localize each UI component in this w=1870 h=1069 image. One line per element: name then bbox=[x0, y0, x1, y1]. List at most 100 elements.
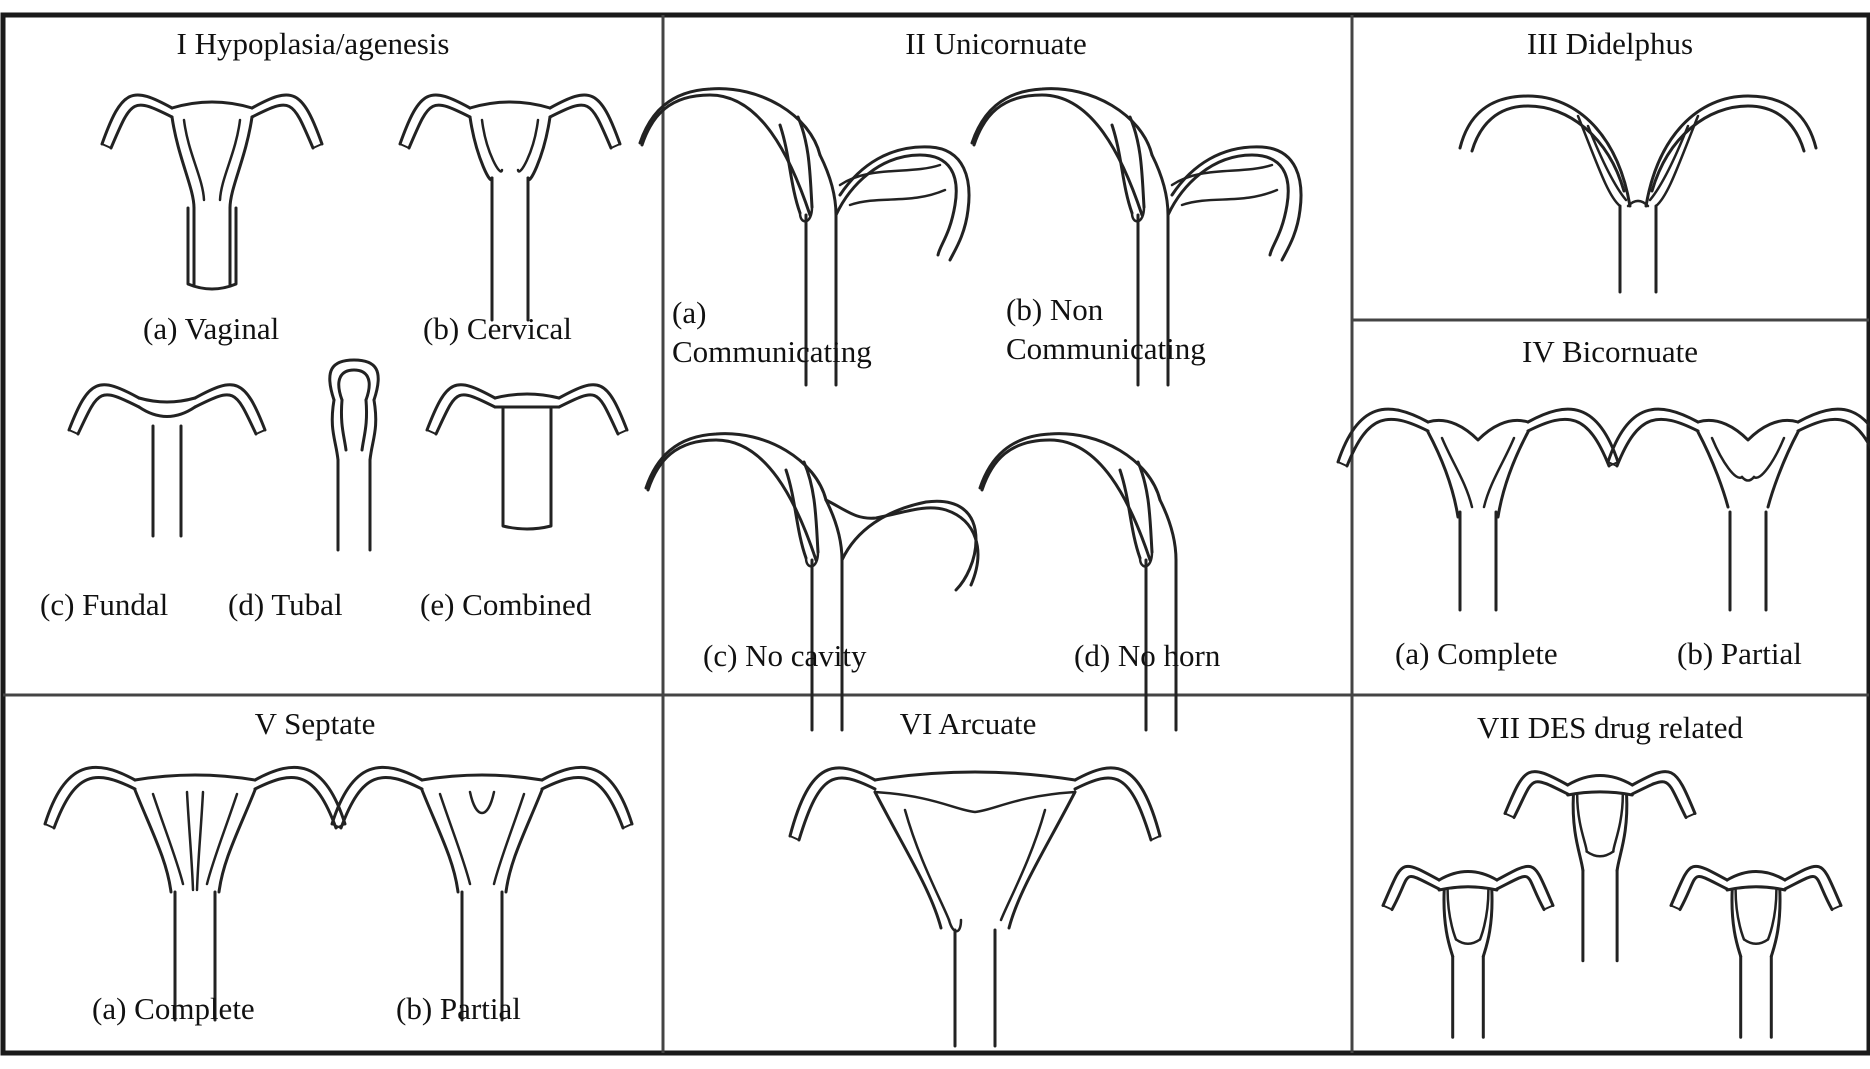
label-tubal: (d) Tubal bbox=[228, 587, 343, 622]
outline-stroke bbox=[337, 368, 371, 402]
outline-stroke bbox=[1166, 153, 1290, 257]
outline-stroke bbox=[1512, 780, 1570, 819]
panel-grid bbox=[0, 12, 1870, 1056]
uterus-drawing-didelphus bbox=[1458, 94, 1818, 294]
outline-stroke bbox=[1337, 461, 1348, 467]
outline-stroke bbox=[360, 398, 368, 452]
outline-stroke bbox=[873, 790, 1077, 814]
outline-stroke bbox=[133, 788, 173, 894]
outline-stroke bbox=[151, 792, 185, 886]
outline-stroke bbox=[1526, 417, 1611, 468]
outline-stroke bbox=[1783, 875, 1834, 911]
outline-stroke bbox=[1470, 104, 1626, 193]
outline-stroke bbox=[778, 123, 802, 215]
outline-stroke bbox=[1630, 770, 1697, 815]
outline-stroke bbox=[1118, 468, 1142, 560]
outline-stroke bbox=[109, 103, 174, 150]
panel-arcuate: VI Arcuate bbox=[788, 706, 1162, 1048]
outline-stroke bbox=[1606, 407, 1700, 464]
outline-stroke bbox=[1644, 94, 1818, 208]
outline-stroke bbox=[1426, 430, 1460, 519]
outline-stroke bbox=[646, 438, 818, 562]
outline-stroke bbox=[838, 163, 942, 187]
uterus-drawing-vaginal bbox=[100, 93, 324, 291]
outline-stroke bbox=[137, 405, 197, 418]
outline-stroke bbox=[1150, 153, 1170, 217]
outline-stroke bbox=[1158, 498, 1178, 562]
uterus-drawing-fundal bbox=[67, 383, 267, 538]
outline-stroke bbox=[1831, 904, 1842, 911]
uterus-drawing-no-horn bbox=[978, 432, 1178, 732]
outline-stroke bbox=[250, 103, 315, 150]
outline-stroke bbox=[218, 118, 242, 202]
uterus-drawing-cervical bbox=[398, 93, 622, 322]
panel-title-des: VII DES drug related bbox=[1477, 710, 1743, 745]
outline-stroke bbox=[970, 87, 1154, 157]
outline-stroke bbox=[784, 468, 808, 560]
outline-stroke bbox=[504, 788, 544, 894]
outline-stroke bbox=[797, 776, 877, 842]
outline-stroke bbox=[1669, 864, 1729, 907]
outline-stroke bbox=[644, 432, 828, 502]
outline-stroke bbox=[1503, 770, 1570, 815]
outline-stroke bbox=[340, 398, 348, 452]
outline-stroke bbox=[330, 765, 424, 826]
outline-stroke bbox=[101, 143, 112, 149]
outline-stroke bbox=[516, 118, 540, 173]
outline-stroke bbox=[1073, 766, 1162, 838]
outline-stroke bbox=[1440, 436, 1474, 509]
outline-stroke bbox=[848, 188, 947, 207]
outline-stroke bbox=[1607, 461, 1618, 467]
outline-stroke bbox=[834, 153, 958, 257]
outline-stroke bbox=[978, 432, 1162, 502]
outline-stroke bbox=[1769, 888, 1782, 958]
outline-stroke bbox=[1626, 199, 1650, 208]
outline-stroke bbox=[330, 398, 340, 462]
outline-stroke bbox=[557, 383, 629, 432]
outline-stroke bbox=[1571, 793, 1585, 872]
outline-stroke bbox=[1336, 407, 1430, 464]
outline-stroke bbox=[426, 429, 437, 435]
outline-stroke bbox=[1170, 163, 1274, 187]
outline-stroke bbox=[182, 118, 206, 202]
outline-stroke bbox=[399, 143, 410, 149]
outline-stroke bbox=[1710, 436, 1744, 479]
label-fundal: (c) Fundal bbox=[40, 587, 168, 622]
panel-hypoplasia-agenesis: I Hypoplasia/agenesis (a) Vaginal (b) Ce… bbox=[40, 26, 629, 622]
outline-stroke bbox=[1128, 115, 1146, 209]
outline-stroke bbox=[622, 823, 633, 829]
outline-stroke bbox=[1110, 123, 1134, 215]
outline-stroke bbox=[312, 143, 323, 149]
outline-stroke bbox=[1496, 430, 1530, 519]
outline-stroke bbox=[420, 788, 460, 894]
outline-stroke bbox=[492, 792, 526, 886]
outline-stroke bbox=[76, 393, 141, 436]
label-communicating: Communicating bbox=[672, 334, 872, 369]
uterus-drawing-non-communicating bbox=[970, 87, 1303, 387]
outline-stroke bbox=[1654, 114, 1700, 208]
outline-stroke bbox=[170, 115, 196, 210]
outline-stroke bbox=[1740, 475, 1756, 482]
label-vaginal: (a) Vaginal bbox=[143, 311, 279, 346]
outline-stroke bbox=[548, 103, 613, 150]
outline-stroke bbox=[1766, 430, 1800, 509]
panel-des-drug-related: VII DES drug related bbox=[1381, 710, 1843, 1039]
label-a: (a) bbox=[672, 295, 706, 330]
outline-stroke bbox=[1458, 94, 1632, 208]
outline-stroke bbox=[1670, 904, 1681, 911]
outline-stroke bbox=[420, 773, 544, 782]
outline-stroke bbox=[1180, 188, 1279, 207]
outline-stroke bbox=[1381, 864, 1441, 907]
outline-stroke bbox=[1150, 835, 1161, 841]
outline-stroke bbox=[824, 498, 844, 562]
panel-title-unicornuate: II Unicornuate bbox=[905, 26, 1087, 61]
outline-stroke bbox=[548, 93, 622, 146]
outline-stroke bbox=[802, 460, 820, 554]
outline-stroke bbox=[43, 765, 137, 826]
outline-stroke bbox=[1742, 938, 1770, 945]
outline-stroke bbox=[1566, 774, 1634, 787]
outline-stroke bbox=[100, 93, 174, 146]
outline-stroke bbox=[903, 808, 951, 922]
uterus-drawing-des-left bbox=[1381, 864, 1555, 1039]
